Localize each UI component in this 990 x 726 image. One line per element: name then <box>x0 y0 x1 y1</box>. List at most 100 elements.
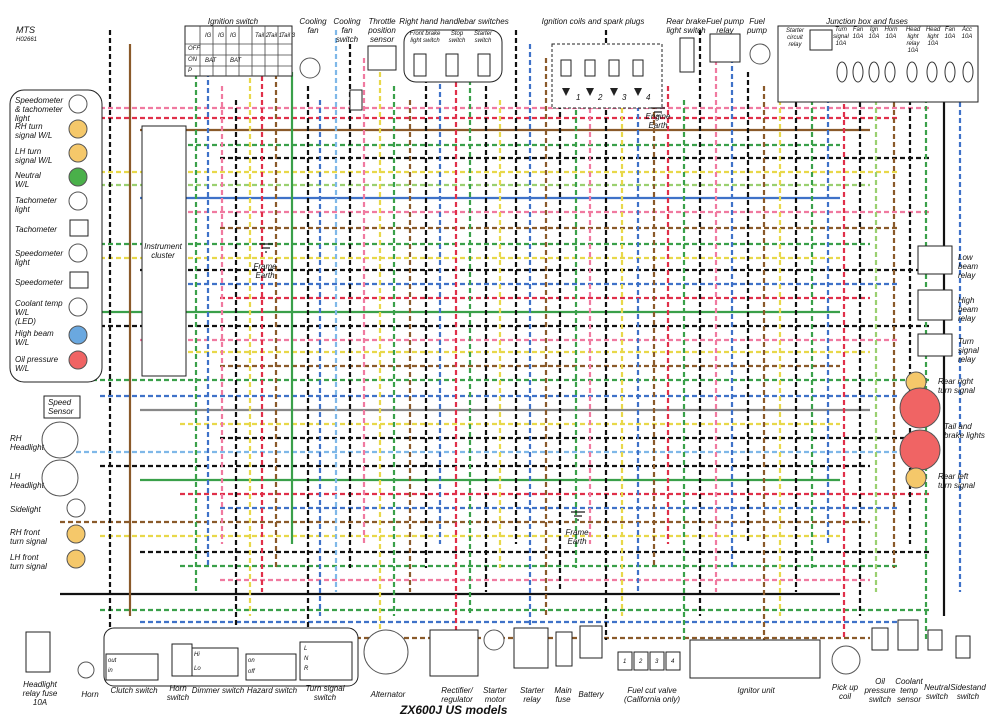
fuel-cut-valve-label: Fuel cut valve (California only) <box>623 686 681 704</box>
fuse-3 <box>884 61 896 83</box>
rh-headlight-label: RH Headlight <box>10 434 44 452</box>
oil-pressure-wl-label: Oil pressure W/L <box>15 355 59 373</box>
spark-plug-1 <box>586 88 594 96</box>
rh-headlight-lamp <box>41 421 79 459</box>
fuse-label-6: Fan 10A <box>944 27 956 40</box>
low-beam-relay-box <box>917 245 953 275</box>
clutch-in: in <box>108 668 113 674</box>
ign-col-5: Tail 3 <box>281 33 296 39</box>
frame-earth-2-label: Frame Earth <box>565 528 589 546</box>
hazard-switch-box <box>245 653 297 681</box>
low-beam-relay-label: Low beam relay <box>958 253 979 280</box>
coil-number-4: 4 <box>646 93 651 102</box>
fuel-cut-1: 1 <box>623 659 627 665</box>
spark-plug-0 <box>562 88 570 96</box>
rh-handlebar-switches-label: Right hand handlebar switches <box>399 17 509 26</box>
warning-lamp-5 <box>68 243 88 263</box>
hazard-on: on <box>248 658 255 664</box>
spark-plug-2 <box>610 88 618 96</box>
neutral-switch-box <box>927 629 943 651</box>
coolant-temp-sensor-label: Coolant temp sensor <box>895 677 923 704</box>
cooling-fan-switch-label: Cooling fan switch <box>333 17 361 44</box>
dimmer-hi: Hi <box>194 652 200 658</box>
warning-lamp-0 <box>68 94 88 114</box>
turn-state-l: L <box>304 646 308 652</box>
rear-left-turn-label: Rear left turn signal <box>938 472 975 490</box>
sidestand-switch-box <box>955 635 971 659</box>
turn-signal-relay-label: Turn signal relay <box>958 337 979 364</box>
warning-lamp-7 <box>68 325 88 345</box>
warning-lamp-1 <box>68 119 88 139</box>
starter-motor-label: Starter motor <box>482 686 507 704</box>
sidelight-lamp <box>66 498 86 518</box>
rh-front-turn-label: RH front turn signal <box>10 528 47 546</box>
speed-sensor-box <box>43 395 81 419</box>
cooling-fan-switch-box <box>349 89 363 111</box>
fuse-5 <box>926 61 938 83</box>
ignition-coil-0 <box>560 59 572 77</box>
speedo-light-label: Speedometer light <box>15 249 64 267</box>
speedometer-gauge <box>69 271 89 289</box>
fuel-pump-relay-box <box>709 33 741 63</box>
ignition-coil-2 <box>608 59 620 77</box>
fuel-cut-3: 3 <box>655 659 659 665</box>
fuse-4 <box>906 61 918 83</box>
diagram-title: ZX600J US models <box>400 703 508 717</box>
ign-row-p: P <box>188 68 193 74</box>
handlebar-switch-0 <box>413 53 427 77</box>
horn-switch-box <box>171 643 193 677</box>
starter-switch-label: Starter switch <box>473 31 492 44</box>
junction-box-label: Junction box and fuses <box>826 17 908 26</box>
pickup-coil-device <box>831 645 861 675</box>
instrument-cluster-label: Instrument cluster <box>144 242 182 260</box>
tachometer-gauge <box>69 219 89 237</box>
starter-circuit-relay-box <box>809 29 833 51</box>
fuel-pump-label: Fuel pump <box>746 17 767 35</box>
horn-device <box>77 661 95 679</box>
turn-signal-relay-box <box>917 333 953 357</box>
ign-row-on: ON <box>188 57 197 63</box>
high-beam-relay-label: High beam relay <box>958 296 979 323</box>
neutral-switch-label: Neutral switch <box>924 683 950 701</box>
speed-sensor-label: Speed Sensor <box>48 398 74 416</box>
cooling-fan-label: Cooling fan <box>299 17 327 35</box>
high-beam-relay-box <box>917 289 953 321</box>
battery-label: Battery <box>578 690 604 699</box>
battery-box <box>579 625 603 659</box>
tachometer-label: Tachometer <box>15 225 57 234</box>
ignition-switch-label: Ignition switch <box>207 17 259 26</box>
oil-pressure-switch-box <box>871 627 889 651</box>
fuse-7 <box>962 61 974 83</box>
fuel-cut-valve-3 <box>665 651 681 671</box>
speedometer-label: Speedometer <box>15 278 64 287</box>
ign-col-4: Tail 1 <box>268 33 283 39</box>
rear-brake-switch-box <box>679 37 695 73</box>
ignition-coil-1 <box>584 59 596 77</box>
clutch-switch-box <box>105 653 159 681</box>
coolant-wl-label: Coolant temp W/L (LED) <box>15 299 63 326</box>
handlebar-switch-1 <box>445 53 459 77</box>
fuse-label-1: Fan 10A <box>852 27 864 40</box>
hazard-switch-label: Hazard switch <box>246 686 298 695</box>
stop-switch-label: Stop switch <box>448 31 466 44</box>
rh-turn-wl-label: RH turn signal W/L <box>15 122 53 140</box>
main-fuse-box <box>555 631 573 667</box>
fuel-cut-2: 2 <box>639 659 643 665</box>
fuse-label-4: Head light relay 10A <box>905 27 921 54</box>
tail-lamp-lower <box>899 429 941 471</box>
turn-signal-switch-box <box>299 641 353 681</box>
rectifier-box <box>429 629 479 677</box>
ign-col-2: IG <box>230 33 237 39</box>
ign-extra-1: IG <box>218 33 225 39</box>
fuse-label-7: Acc 10A <box>961 27 973 40</box>
wire-harness <box>60 30 962 640</box>
fuel-cut-4: 4 <box>671 659 675 665</box>
cooling-fan-motor <box>299 57 321 79</box>
header-ref: H02661 <box>16 37 38 43</box>
handlebar-switch-2 <box>477 53 491 77</box>
header-code: MTS <box>16 25 35 35</box>
fuse-label-5: Head light 10A <box>925 27 941 47</box>
ignition-coil-3 <box>632 59 644 77</box>
rear-right-turn-label: Rear right turn signal <box>938 377 975 395</box>
